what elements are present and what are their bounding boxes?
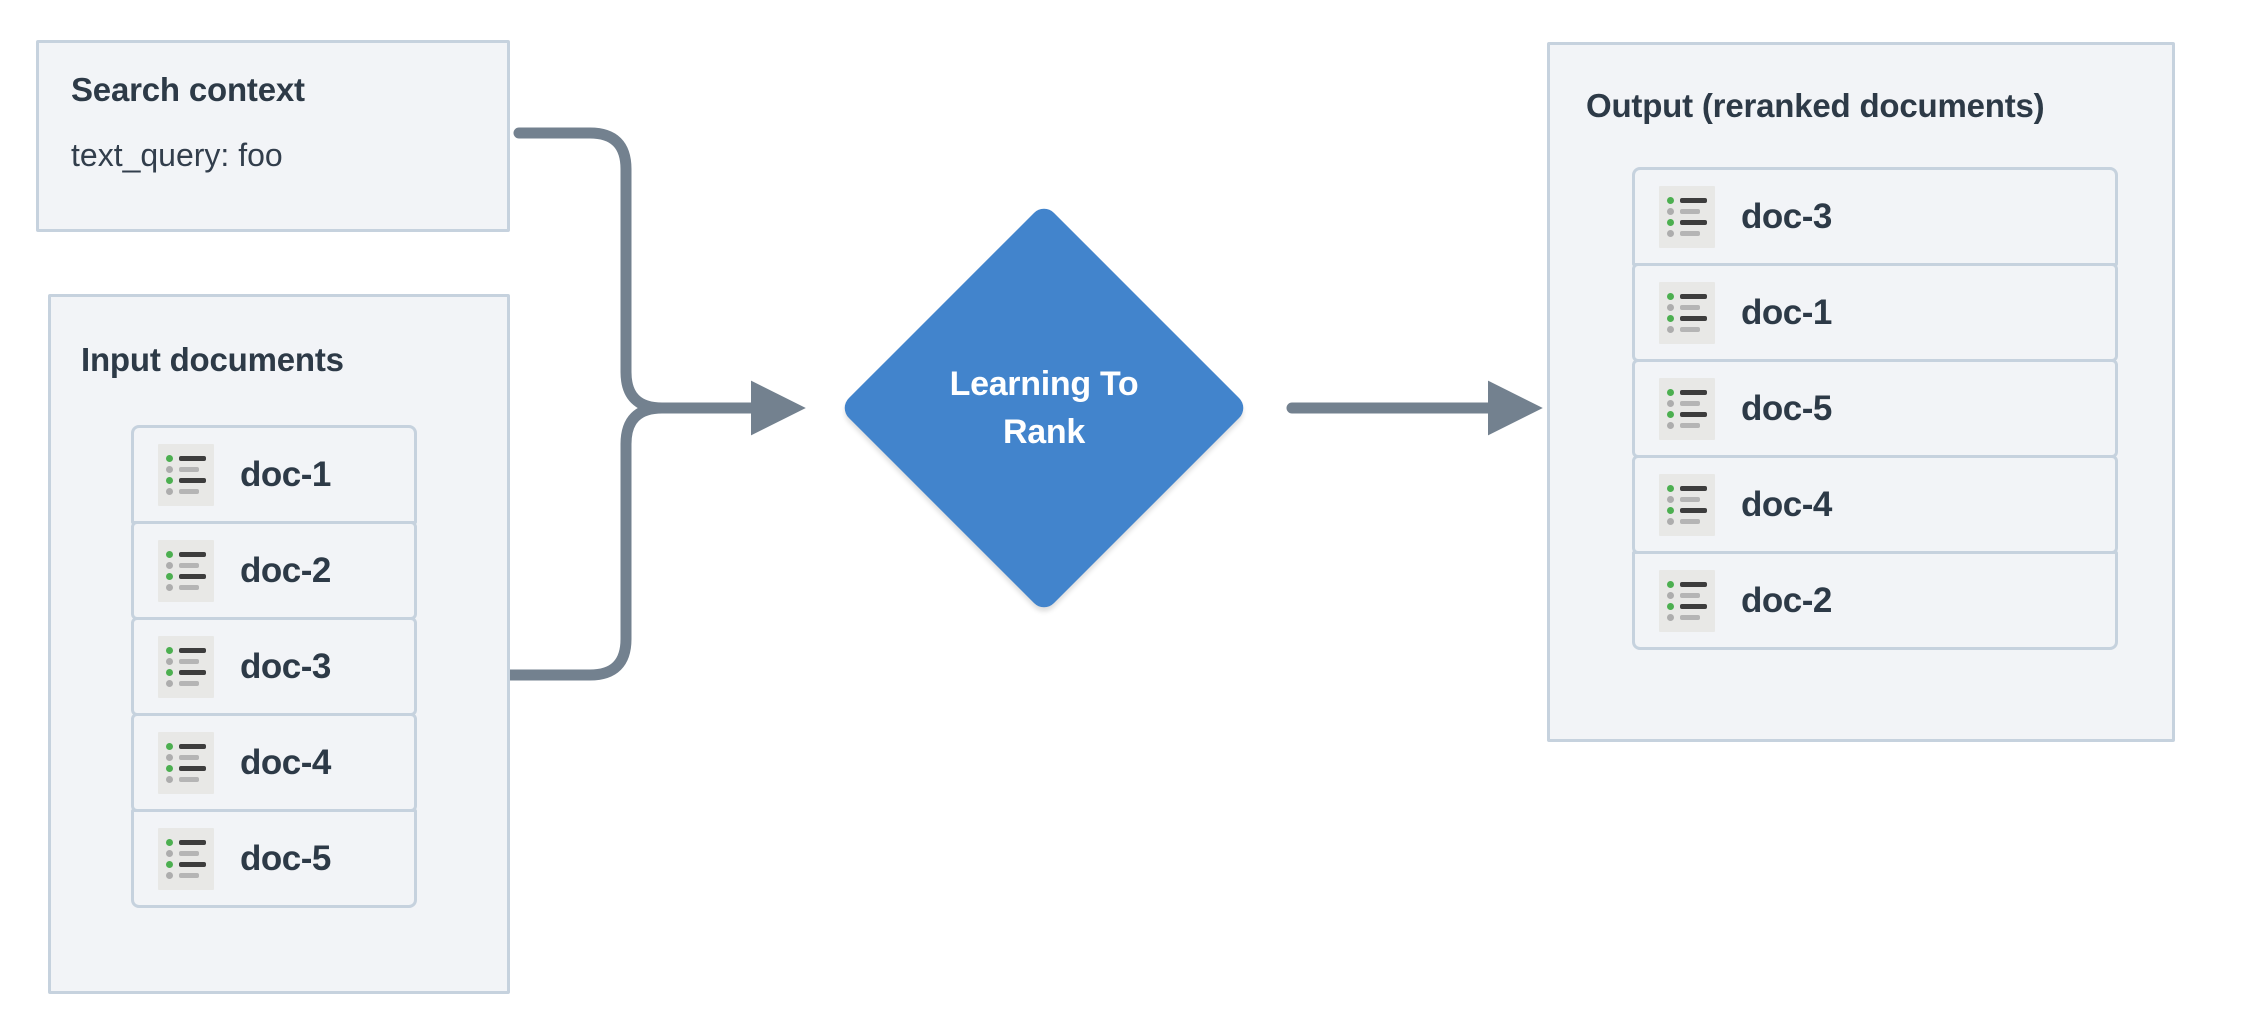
ltr-label-line-1: Learning To bbox=[949, 364, 1139, 403]
ltr-label-line-2: Rank bbox=[1003, 413, 1085, 451]
input-documents-panel: Input documents doc-1 doc-2 bbox=[48, 294, 510, 994]
output-documents-list: doc-3 doc-1 doc-5 bbox=[1632, 167, 2118, 650]
list-item[interactable]: doc-2 bbox=[131, 521, 417, 620]
list-item[interactable]: doc-5 bbox=[131, 809, 417, 908]
list-item[interactable]: doc-3 bbox=[1632, 167, 2118, 266]
document-list-icon bbox=[158, 635, 214, 698]
search-context-field-text-query: text_query: foo bbox=[71, 137, 283, 173]
list-item-label: doc-1 bbox=[240, 454, 331, 494]
document-list-icon bbox=[158, 731, 214, 794]
document-list-icon bbox=[158, 827, 214, 890]
learning-to-rank-node[interactable]: Learning To Rank bbox=[838, 202, 1250, 614]
output-title: Output (reranked documents) bbox=[1586, 87, 2045, 124]
list-item-label: doc-2 bbox=[240, 550, 331, 590]
list-item[interactable]: doc-4 bbox=[131, 713, 417, 812]
input-documents-title: Input documents bbox=[81, 341, 344, 378]
list-item-label: doc-4 bbox=[240, 742, 331, 782]
list-item-label: doc-5 bbox=[1741, 388, 1832, 428]
list-item-label: doc-2 bbox=[1741, 580, 1832, 620]
learning-to-rank-label: Learning To Rank bbox=[844, 208, 1244, 608]
document-list-icon bbox=[1659, 473, 1715, 536]
document-list-icon bbox=[1659, 185, 1715, 248]
document-list-icon bbox=[158, 539, 214, 602]
search-context-panel: Search context text_query: foo bbox=[36, 40, 510, 232]
input-documents-list: doc-1 doc-2 doc-3 bbox=[131, 425, 417, 908]
document-list-icon bbox=[1659, 281, 1715, 344]
list-item-label: doc-4 bbox=[1741, 484, 1832, 524]
list-item-label: doc-3 bbox=[240, 646, 331, 686]
connector-input-documents-to-ltr bbox=[499, 402, 706, 681]
document-list-icon bbox=[158, 443, 214, 506]
list-item[interactable]: doc-5 bbox=[1632, 359, 2118, 458]
search-context-title: Search context bbox=[71, 71, 305, 108]
list-item[interactable]: doc-2 bbox=[1632, 551, 2118, 650]
list-item-label: doc-5 bbox=[240, 838, 331, 878]
list-item[interactable]: doc-1 bbox=[131, 425, 417, 524]
list-item-label: doc-3 bbox=[1741, 196, 1832, 236]
list-item[interactable]: doc-3 bbox=[131, 617, 417, 716]
document-list-icon bbox=[1659, 377, 1715, 440]
list-item[interactable]: doc-4 bbox=[1632, 455, 2118, 554]
list-item[interactable]: doc-1 bbox=[1632, 263, 2118, 362]
list-item-label: doc-1 bbox=[1741, 292, 1832, 332]
output-panel: Output (reranked documents) doc-3 bbox=[1547, 42, 2175, 742]
connector-search-context-to-ltr bbox=[513, 127, 706, 414]
document-list-icon bbox=[1659, 569, 1715, 632]
